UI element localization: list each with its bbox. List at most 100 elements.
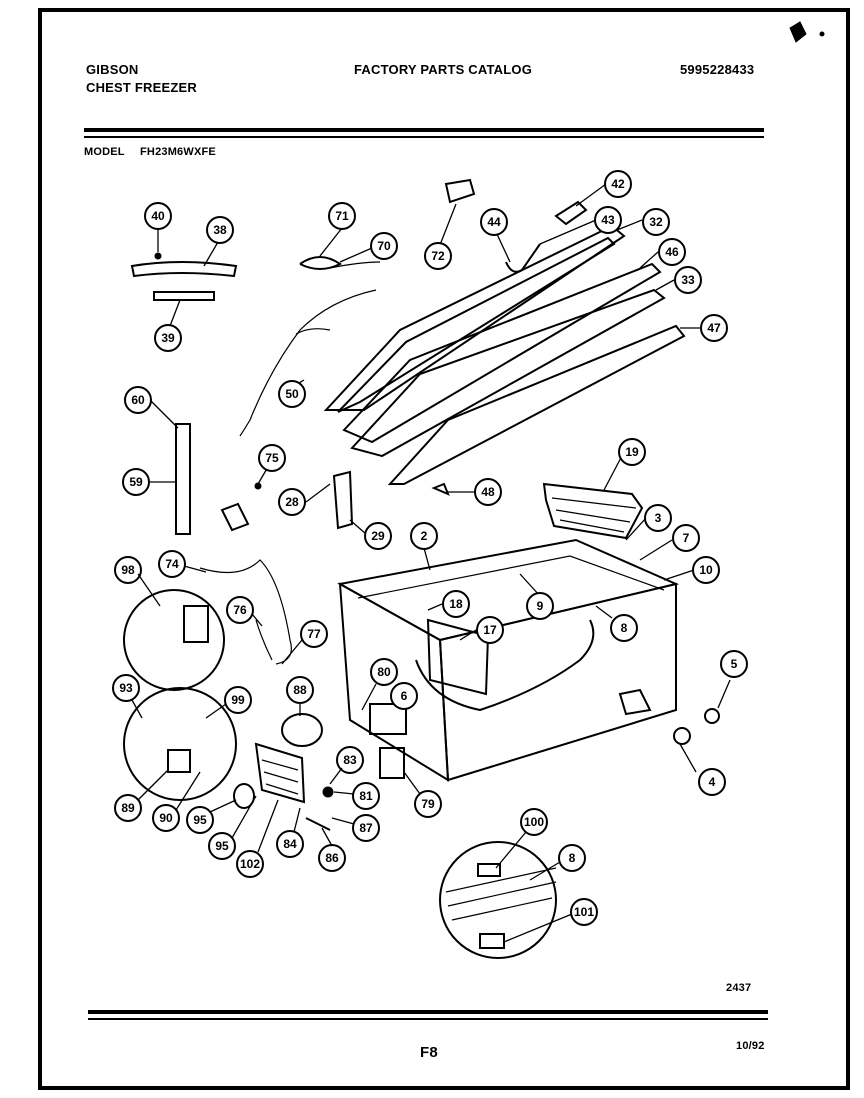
callout-5: 5 xyxy=(720,650,748,678)
callout-28: 28 xyxy=(278,488,306,516)
svg-text:46: 46 xyxy=(665,245,679,259)
callout-46: 46 xyxy=(658,238,686,266)
svg-text:2: 2 xyxy=(421,529,428,543)
callout-4: 4 xyxy=(698,768,726,796)
cord-part xyxy=(239,289,377,437)
drain-fitting xyxy=(704,708,720,724)
svg-text:8: 8 xyxy=(569,851,576,865)
callout-90: 90 xyxy=(152,804,180,832)
callout-75: 75 xyxy=(258,444,286,472)
callout-100: 100 xyxy=(520,808,548,836)
svg-text:5: 5 xyxy=(731,657,738,671)
svg-text:95: 95 xyxy=(215,839,229,853)
svg-text:42: 42 xyxy=(611,177,625,191)
svg-text:90: 90 xyxy=(159,811,173,825)
product-name: CHEST FREEZER xyxy=(86,80,197,95)
svg-text:29: 29 xyxy=(371,529,385,543)
svg-text:43: 43 xyxy=(601,213,615,227)
part-95 xyxy=(233,783,255,809)
svg-text:93: 93 xyxy=(119,681,133,695)
callout-89: 89 xyxy=(114,794,142,822)
svg-text:84: 84 xyxy=(283,837,297,851)
drawing-number: 2437 xyxy=(726,982,752,994)
svg-text:75: 75 xyxy=(265,451,279,465)
lamp-wire xyxy=(505,243,541,273)
model-label: MODEL xyxy=(84,146,125,158)
callout-47: 47 xyxy=(700,314,728,342)
callout-8: 8 xyxy=(610,614,638,642)
svg-text:79: 79 xyxy=(421,797,435,811)
callout-98: 98 xyxy=(114,556,142,584)
callout-18: 18 xyxy=(442,590,470,618)
leader-lines-lower xyxy=(131,565,573,943)
lid-screw xyxy=(431,482,450,496)
svg-text:77: 77 xyxy=(307,627,321,641)
callout-93: 93 xyxy=(112,674,140,702)
callout-9: 9 xyxy=(526,592,554,620)
catalog-date: 10/92 xyxy=(736,1040,765,1052)
callout-3: 3 xyxy=(644,504,672,532)
hinge-part xyxy=(332,470,354,530)
svg-text:83: 83 xyxy=(343,753,357,767)
svg-text:74: 74 xyxy=(165,557,179,571)
bracket-part xyxy=(444,178,476,204)
callout-86: 86 xyxy=(318,844,346,872)
svg-text:7: 7 xyxy=(683,531,690,545)
callout-6: 6 xyxy=(390,682,418,710)
callout-83: 83 xyxy=(336,746,364,774)
grille-part xyxy=(254,742,306,804)
capacitor-part xyxy=(167,749,191,773)
svg-text:40: 40 xyxy=(151,209,165,223)
handle-part xyxy=(130,261,238,278)
callout-19: 19 xyxy=(618,438,646,466)
callout-59: 59 xyxy=(122,468,150,496)
callout-99: 99 xyxy=(224,686,252,714)
callout-8-detail: 8 xyxy=(558,844,586,872)
callout-74: 74 xyxy=(158,550,186,578)
lid-panel xyxy=(350,288,666,458)
svg-text:98: 98 xyxy=(121,563,135,577)
callout-33: 33 xyxy=(674,266,702,294)
callout-79: 79 xyxy=(414,790,442,818)
svg-text:50: 50 xyxy=(285,387,299,401)
callout-80: 80 xyxy=(370,658,398,686)
svg-text:86: 86 xyxy=(325,851,339,865)
callout-84: 84 xyxy=(276,830,304,858)
lid-gasket xyxy=(387,324,686,485)
relay-part xyxy=(183,605,209,643)
handle-insert xyxy=(153,291,215,301)
callout-81: 81 xyxy=(352,782,380,810)
refrigerant-tube xyxy=(415,619,595,712)
compressor xyxy=(281,713,323,747)
callout-40: 40 xyxy=(144,202,172,230)
basket-part xyxy=(542,482,644,540)
svg-text:59: 59 xyxy=(129,475,143,489)
svg-text:100: 100 xyxy=(524,815,544,829)
ink-mark xyxy=(789,21,807,43)
detail-circle-left xyxy=(123,589,225,691)
callout-2: 2 xyxy=(410,522,438,550)
svg-text:101: 101 xyxy=(574,905,594,919)
svg-text:70: 70 xyxy=(377,239,391,253)
callout-60: 60 xyxy=(124,386,152,414)
svg-text:3: 3 xyxy=(655,511,662,525)
svg-text:10: 10 xyxy=(699,563,713,577)
detail-rails xyxy=(445,867,557,921)
svg-text:71: 71 xyxy=(335,209,349,223)
ink-dot xyxy=(819,31,825,37)
part-100 xyxy=(477,863,501,877)
svg-text:8: 8 xyxy=(621,621,628,635)
detail-circle-bottom xyxy=(439,841,557,959)
callout-95b: 95 xyxy=(208,832,236,860)
svg-text:102: 102 xyxy=(240,857,260,871)
callout-29: 29 xyxy=(364,522,392,550)
cabinet-side xyxy=(338,582,450,782)
svg-text:39: 39 xyxy=(161,331,175,345)
svg-text:17: 17 xyxy=(483,623,497,637)
svg-text:19: 19 xyxy=(625,445,639,459)
model-number: FH23M6WXFE xyxy=(140,146,216,158)
svg-text:72: 72 xyxy=(431,249,445,263)
page-number: F8 xyxy=(420,1044,438,1061)
callout-70: 70 xyxy=(370,232,398,260)
